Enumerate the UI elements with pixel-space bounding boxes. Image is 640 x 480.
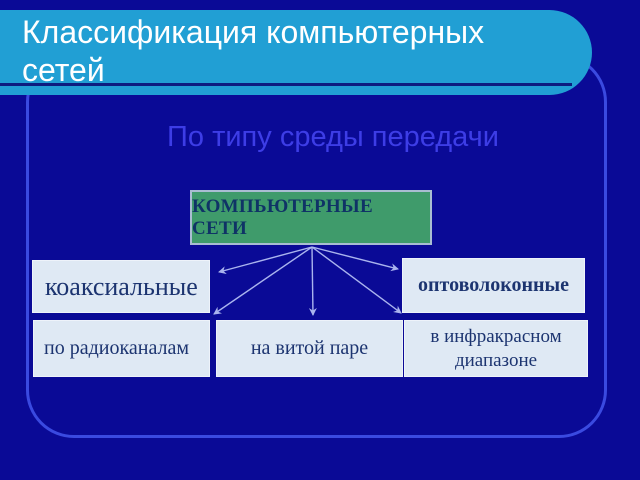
diagram-root-node: КОМПЬЮТЕРНЫЕ СЕТИ	[190, 190, 432, 245]
title-underline	[0, 83, 572, 86]
slide-title: Классификация компьютерных сетей	[22, 14, 485, 88]
slide-rounded-frame	[26, 54, 607, 438]
diagram-node-fiber-optic: оптоволоконные	[402, 258, 585, 313]
diagram-node-coaxial: коаксиальные	[32, 260, 210, 313]
diagram-node-twisted-pair: на витой паре	[216, 320, 403, 377]
title-banner: Классификация компьютерных сетей	[0, 10, 592, 95]
diagram-node-infrared: в инфракрасном диапазоне	[404, 320, 588, 377]
diagram-node-radio-channels: по радиоканалам	[33, 320, 210, 377]
slide-subtitle: По типу среды передачи	[167, 121, 499, 153]
